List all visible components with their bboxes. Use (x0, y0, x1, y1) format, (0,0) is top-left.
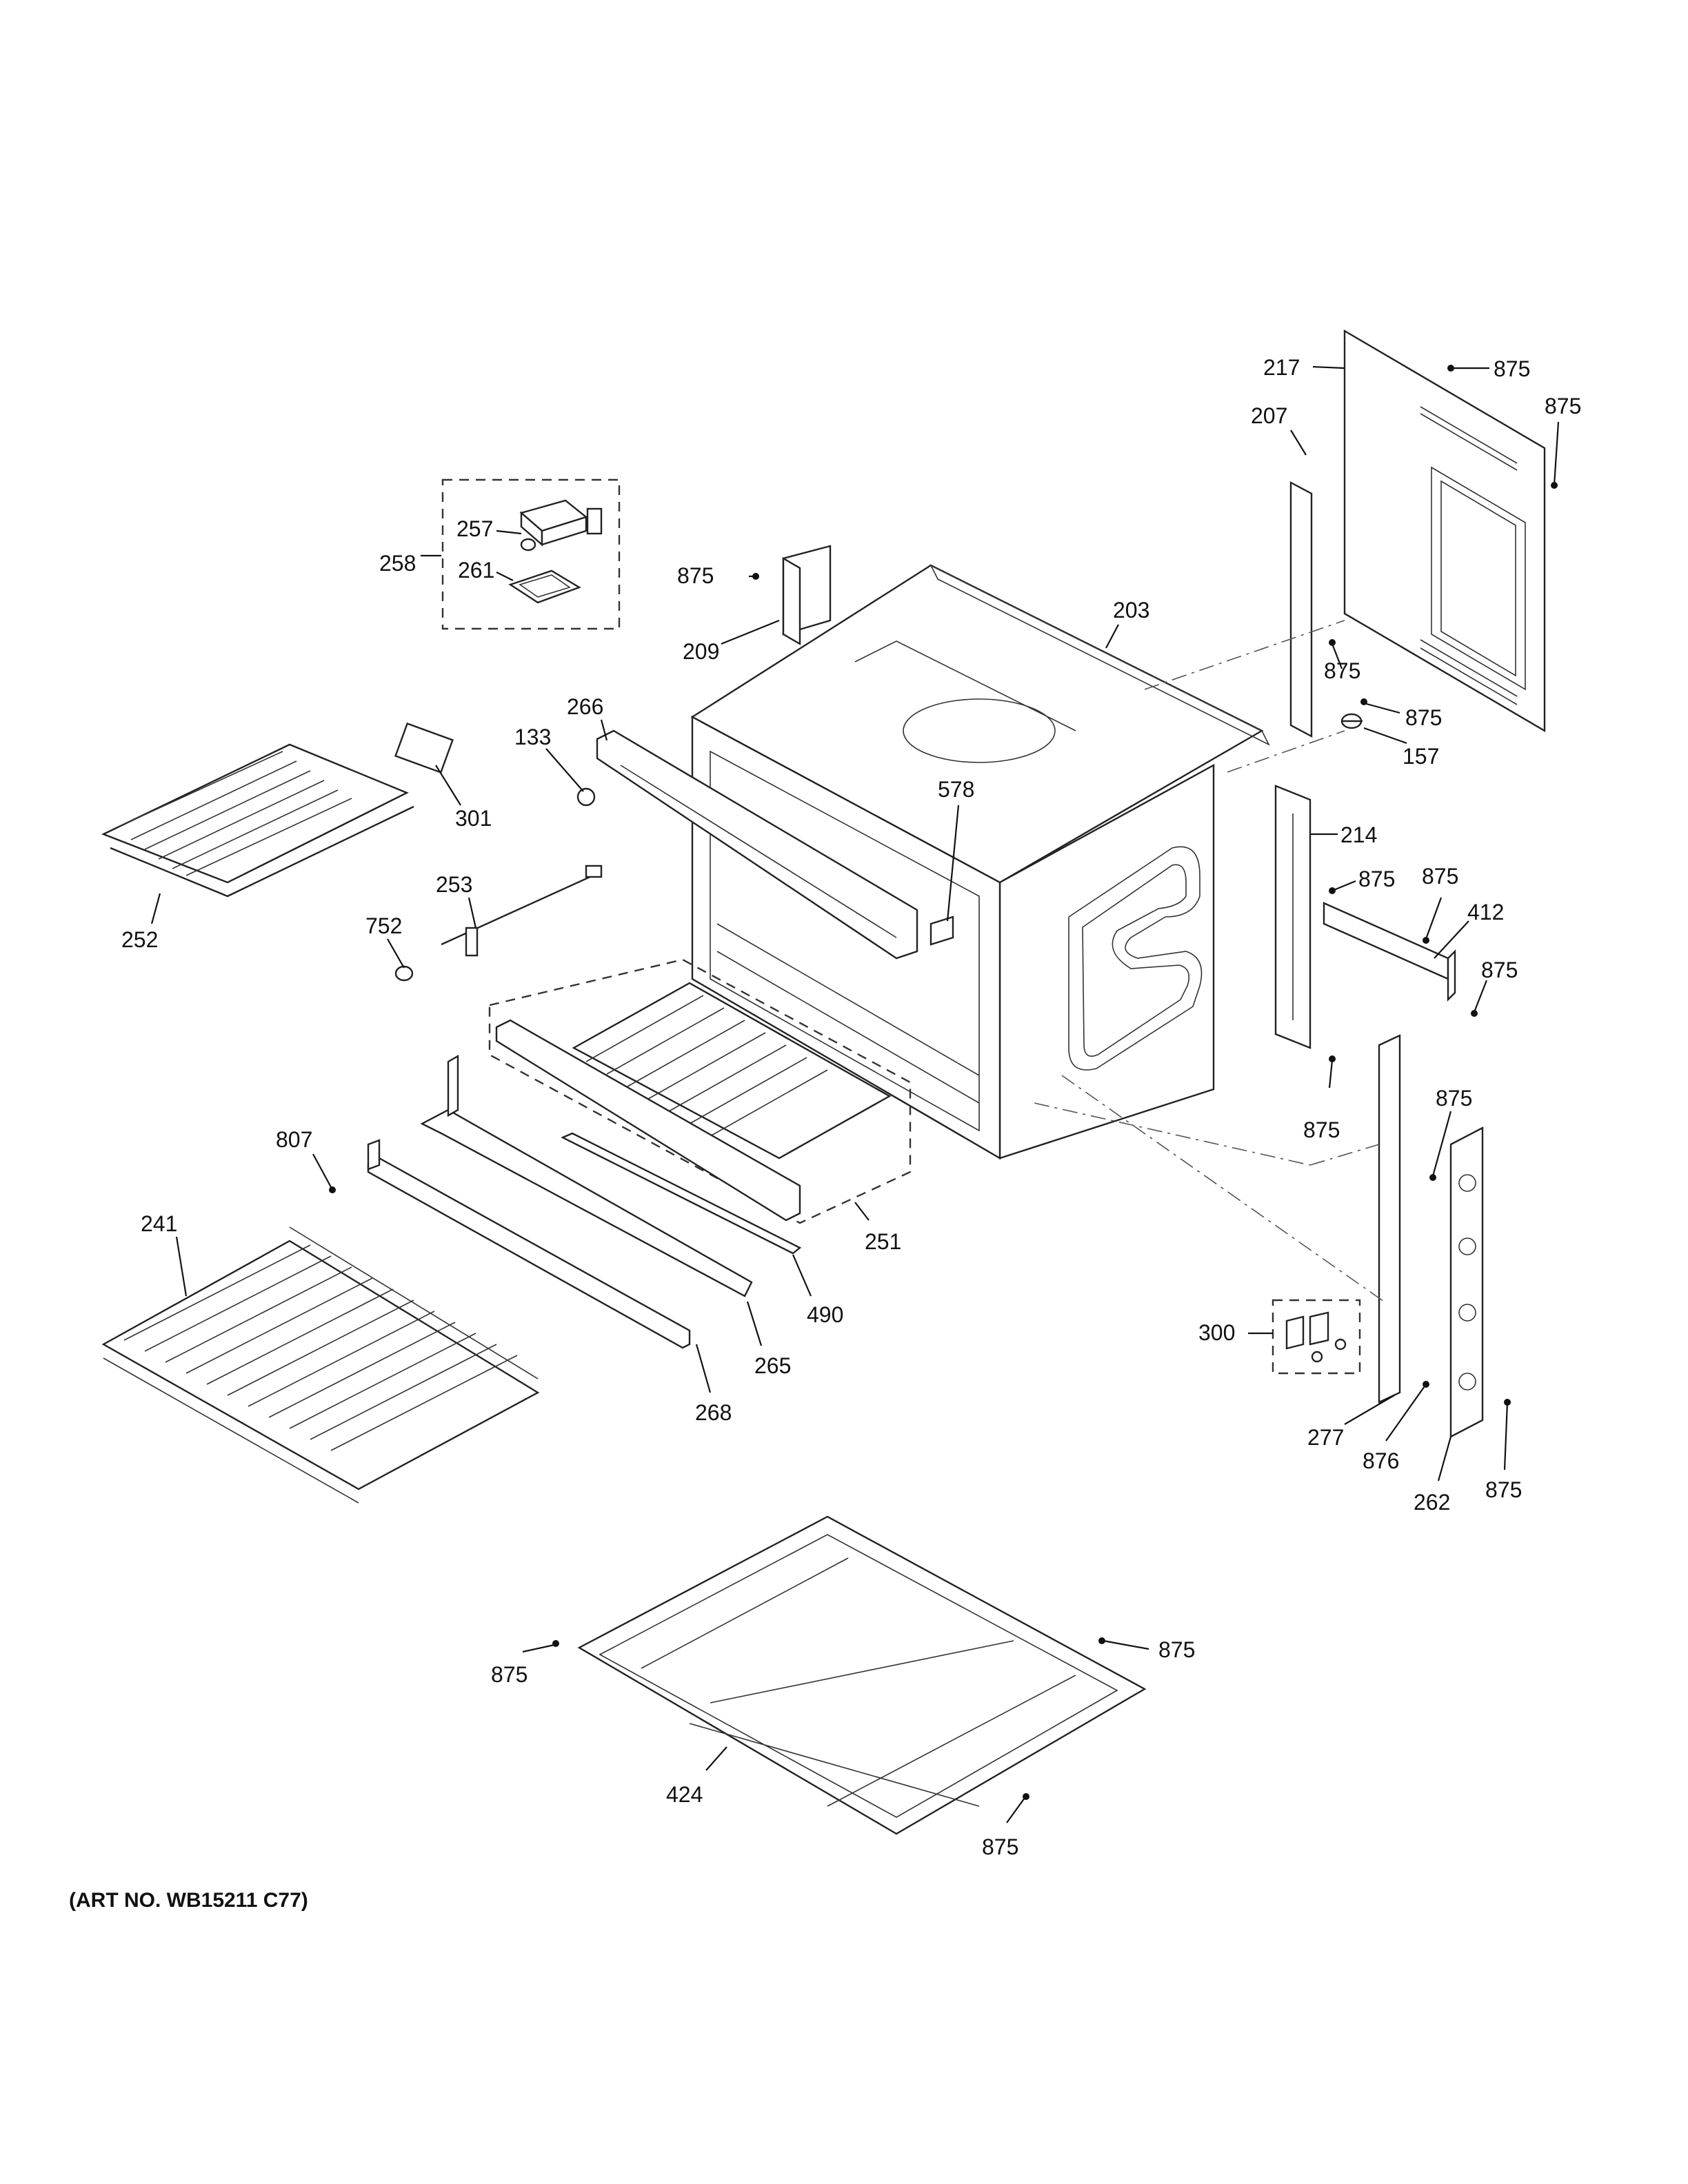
label-265: 265 (754, 1353, 791, 1378)
label-875: 875 (1545, 394, 1581, 418)
label-209: 209 (683, 639, 719, 664)
label-277: 277 (1307, 1425, 1344, 1450)
part-157-sensor (1340, 713, 1363, 729)
label-262: 262 (1414, 1490, 1450, 1515)
label-217: 217 (1263, 355, 1300, 380)
label-875: 875 (982, 1834, 1018, 1859)
part-752-fastener (394, 965, 414, 982)
label-875: 875 (1358, 867, 1395, 891)
part-268-rail (367, 1139, 691, 1349)
callout-labels: 217 875 875 207 875 209 203 875 875 157 … (121, 355, 1581, 1859)
label-203: 203 (1113, 598, 1149, 623)
label-578: 578 (938, 777, 974, 802)
label-875: 875 (1303, 1118, 1340, 1142)
part-490-rail (561, 1132, 802, 1255)
part-253-probe (441, 865, 603, 957)
label-875: 875 (1324, 658, 1360, 683)
alignment-lines (1034, 620, 1387, 1304)
label-301: 301 (455, 806, 492, 831)
label-268: 268 (695, 1400, 732, 1425)
label-875: 875 (1485, 1477, 1522, 1502)
part-300-kit (1272, 1299, 1361, 1375)
label-490: 490 (807, 1302, 843, 1327)
leader-lines (150, 365, 1560, 1823)
part-578-sensor (930, 916, 954, 946)
part-207-side-strip (1289, 481, 1313, 738)
part-412-bracket (1323, 902, 1456, 1002)
label-251: 251 (865, 1229, 901, 1254)
label-876: 876 (1363, 1448, 1399, 1473)
label-807: 807 (276, 1127, 312, 1152)
label-300: 300 (1198, 1320, 1235, 1345)
label-875: 875 (1405, 705, 1442, 730)
label-207: 207 (1251, 403, 1287, 428)
part-258-kit (441, 478, 621, 630)
label-133: 133 (514, 725, 551, 749)
part-214-side-strip (1274, 785, 1312, 1049)
label-875: 875 (1422, 864, 1458, 889)
part-265-rail (420, 1054, 753, 1297)
label-752: 752 (365, 913, 402, 938)
label-258: 258 (379, 551, 416, 576)
part-209-bracket (782, 545, 832, 646)
part-424-bottom-pan (577, 1515, 1147, 1835)
label-875: 875 (1494, 356, 1530, 381)
label-257: 257 (456, 516, 493, 541)
part-266-vent (596, 729, 918, 960)
part-241-oven-rack (101, 1226, 540, 1504)
part-133-grommet (576, 787, 596, 807)
label-412: 412 (1467, 900, 1504, 924)
label-252: 252 (121, 927, 158, 952)
label-875: 875 (1436, 1086, 1472, 1111)
art-number-caption: (ART NO. WB15211 C77) (69, 1889, 308, 1912)
label-241: 241 (141, 1211, 177, 1236)
label-253: 253 (436, 872, 472, 897)
label-157: 157 (1403, 744, 1439, 769)
part-251-bake-element (488, 958, 912, 1224)
label-261: 261 (458, 558, 494, 583)
label-214: 214 (1340, 822, 1377, 847)
part-217-rear-panel (1343, 329, 1546, 733)
label-875: 875 (491, 1662, 528, 1687)
label-875: 875 (1481, 958, 1518, 982)
label-875: 875 (677, 563, 714, 588)
part-252-broil-element (101, 722, 454, 898)
label-266: 266 (567, 694, 603, 719)
part-262-strip (1449, 1126, 1484, 1438)
part-277-strip (1378, 1034, 1401, 1404)
label-875: 875 (1158, 1637, 1195, 1662)
label-424: 424 (666, 1782, 703, 1807)
